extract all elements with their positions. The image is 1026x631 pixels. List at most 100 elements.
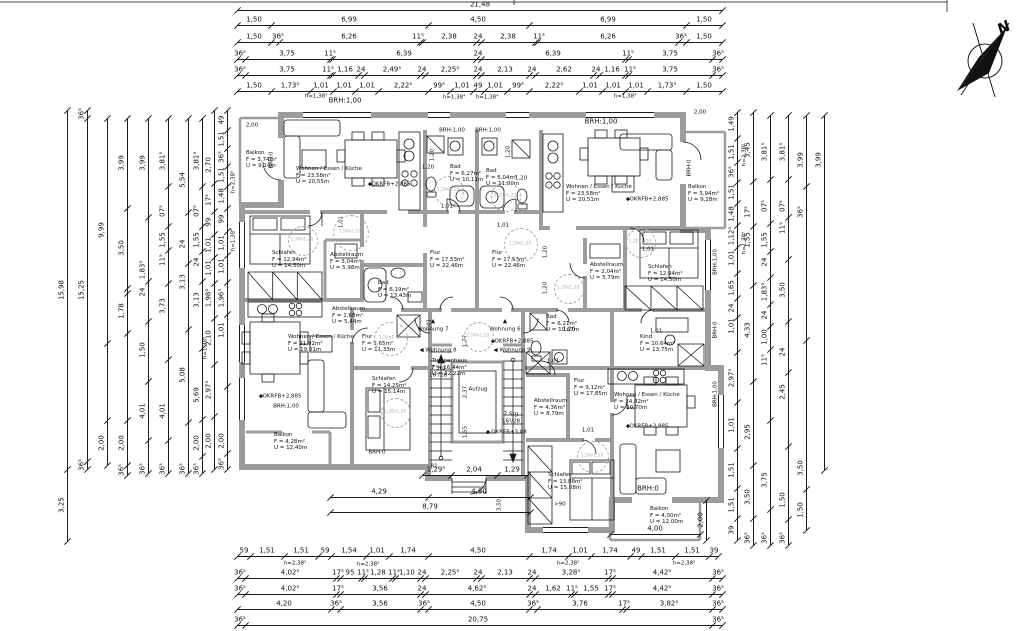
dim-label: 3,50 [796, 460, 805, 476]
dim-label: 24 [138, 287, 147, 297]
dim-label: 36⁵ [77, 459, 86, 471]
wardrobes [247, 271, 705, 525]
dim-label: 36⁵ [760, 532, 769, 544]
dim-label: 3,75 [662, 65, 678, 74]
dim-label: 11⁵ [778, 222, 787, 234]
dim-label: 4,50 [470, 546, 486, 555]
inner-dim: 1,20 [542, 245, 549, 259]
dim-chain [214, 110, 215, 469]
dim-label: 3,13 [192, 292, 201, 308]
dim-label: 17⁵ [204, 194, 213, 206]
dim-chain [127, 118, 128, 475]
inner-dim: 1,01 [426, 318, 433, 332]
annotation: h=1,38⁴ [442, 94, 466, 101]
dim-label: 07⁵ [778, 200, 787, 212]
dim-label: 1,54 [341, 546, 357, 555]
turning-circle-label: 1,50x1,50 [466, 333, 490, 339]
dim-label: 2,95 [743, 424, 752, 440]
dim-label: 24 [473, 65, 483, 74]
inner-dim: 2,37 [462, 385, 469, 399]
turning-circle-label: 1,50x1,50 [580, 453, 604, 459]
dim-label: 24 [527, 584, 537, 593]
dim-label: 6,26 [341, 32, 357, 41]
annotation: BRH:0 [686, 159, 693, 177]
dim-label: 1,83⁵ [760, 282, 769, 302]
annotation: BRH:0 [368, 449, 386, 456]
dim-label: 24 [760, 310, 769, 320]
dim-label: 3,99 [117, 155, 126, 171]
inner-dim: 3,50 [496, 498, 503, 512]
turning-circle-label: 1,50x1,50 [378, 335, 402, 341]
dim-label: 4,50 [471, 487, 487, 496]
dim-label: 4,33 [743, 322, 752, 338]
dim-label: 1,55 [192, 232, 201, 248]
dim-label: 99 [217, 214, 226, 224]
dim-label: 1,29 [504, 465, 520, 474]
annotation: BRH:0 [712, 321, 719, 339]
dim-label: 36⁵ [234, 615, 246, 624]
dim-label: 2,00 [217, 433, 226, 449]
dim-label: 1,51 [217, 131, 226, 147]
dim-label: 4,00 [647, 524, 663, 533]
dim-label: 36⁵ [527, 599, 539, 608]
dim-label: 1,01 [572, 546, 588, 555]
dim-label: 1,51 [259, 546, 275, 555]
dim-label: 1,01 [359, 81, 375, 90]
dim-label: 1,51 [727, 184, 736, 200]
dim-label: 3,99 [796, 152, 805, 168]
dim-label: 1,98⁵ [204, 288, 213, 308]
dim-label: 36⁵ [675, 32, 687, 41]
dim-label: 1,50 [246, 15, 262, 24]
dim-label: 6,39 [545, 49, 561, 58]
dim-label: 4,42⁵ [652, 568, 672, 577]
dim-chain [770, 115, 771, 545]
dim-label: 24 [527, 65, 537, 74]
dim-chain [824, 115, 825, 470]
dim-label: 11⁵ [322, 65, 334, 74]
dim-label: 36⁵ [138, 463, 147, 475]
annotation: h=2,38⁵ [283, 560, 307, 567]
dim-chain [706, 500, 707, 540]
dim-label: 36⁵ [158, 463, 167, 475]
dim-label: 49 [473, 81, 483, 90]
dim-label: 1,49 [727, 116, 736, 132]
dim-label: 1,51 [293, 546, 309, 555]
dim-chain [237, 625, 722, 626]
dim-label: 20,75 [467, 615, 489, 624]
turning-circle [577, 441, 609, 473]
dim-label: 1,73⁵ [657, 81, 677, 90]
dim-label: 11⁵ [158, 254, 167, 266]
dim-label: 1,01 [582, 81, 598, 90]
dim-label: 1,74 [541, 546, 557, 555]
dim-label: 3,75 [662, 49, 678, 58]
dim-label: 1,48 [727, 206, 736, 222]
annotation: h=2,38⁵ [741, 143, 748, 167]
turning-circle [626, 228, 656, 258]
dim-label: 24 [473, 32, 483, 41]
dim-label: 4,02⁵ [280, 568, 300, 577]
dim-label: 24 [527, 568, 537, 577]
dim-label: 4,50 [470, 599, 486, 608]
dim-label: 2,00 [97, 435, 106, 451]
dim-label: 2,13 [497, 65, 513, 74]
annotation: BRH:1,00 [584, 117, 618, 126]
north-arrow-icon [957, 22, 1010, 98]
dim-label: 36⁵ [117, 464, 126, 476]
dim-label: 17⁵ [604, 568, 616, 577]
annotation: h=1,38⁴ [304, 93, 328, 100]
dim-label: 3,25 [57, 497, 66, 513]
dim-chain [107, 118, 108, 465]
dim-label: 2,00 [696, 512, 705, 528]
inner-dim: 1,01 [546, 358, 560, 365]
dim-chain [237, 556, 718, 557]
dim-label: 3,99 [138, 155, 147, 171]
dim-label: 15,25 [77, 279, 86, 301]
dim-label: 24 [591, 65, 601, 74]
annotation: h=2,38⁵ [556, 560, 580, 567]
annotation: h=2,38⁵ [672, 560, 696, 567]
inner-dim: 1,01 [496, 222, 510, 229]
